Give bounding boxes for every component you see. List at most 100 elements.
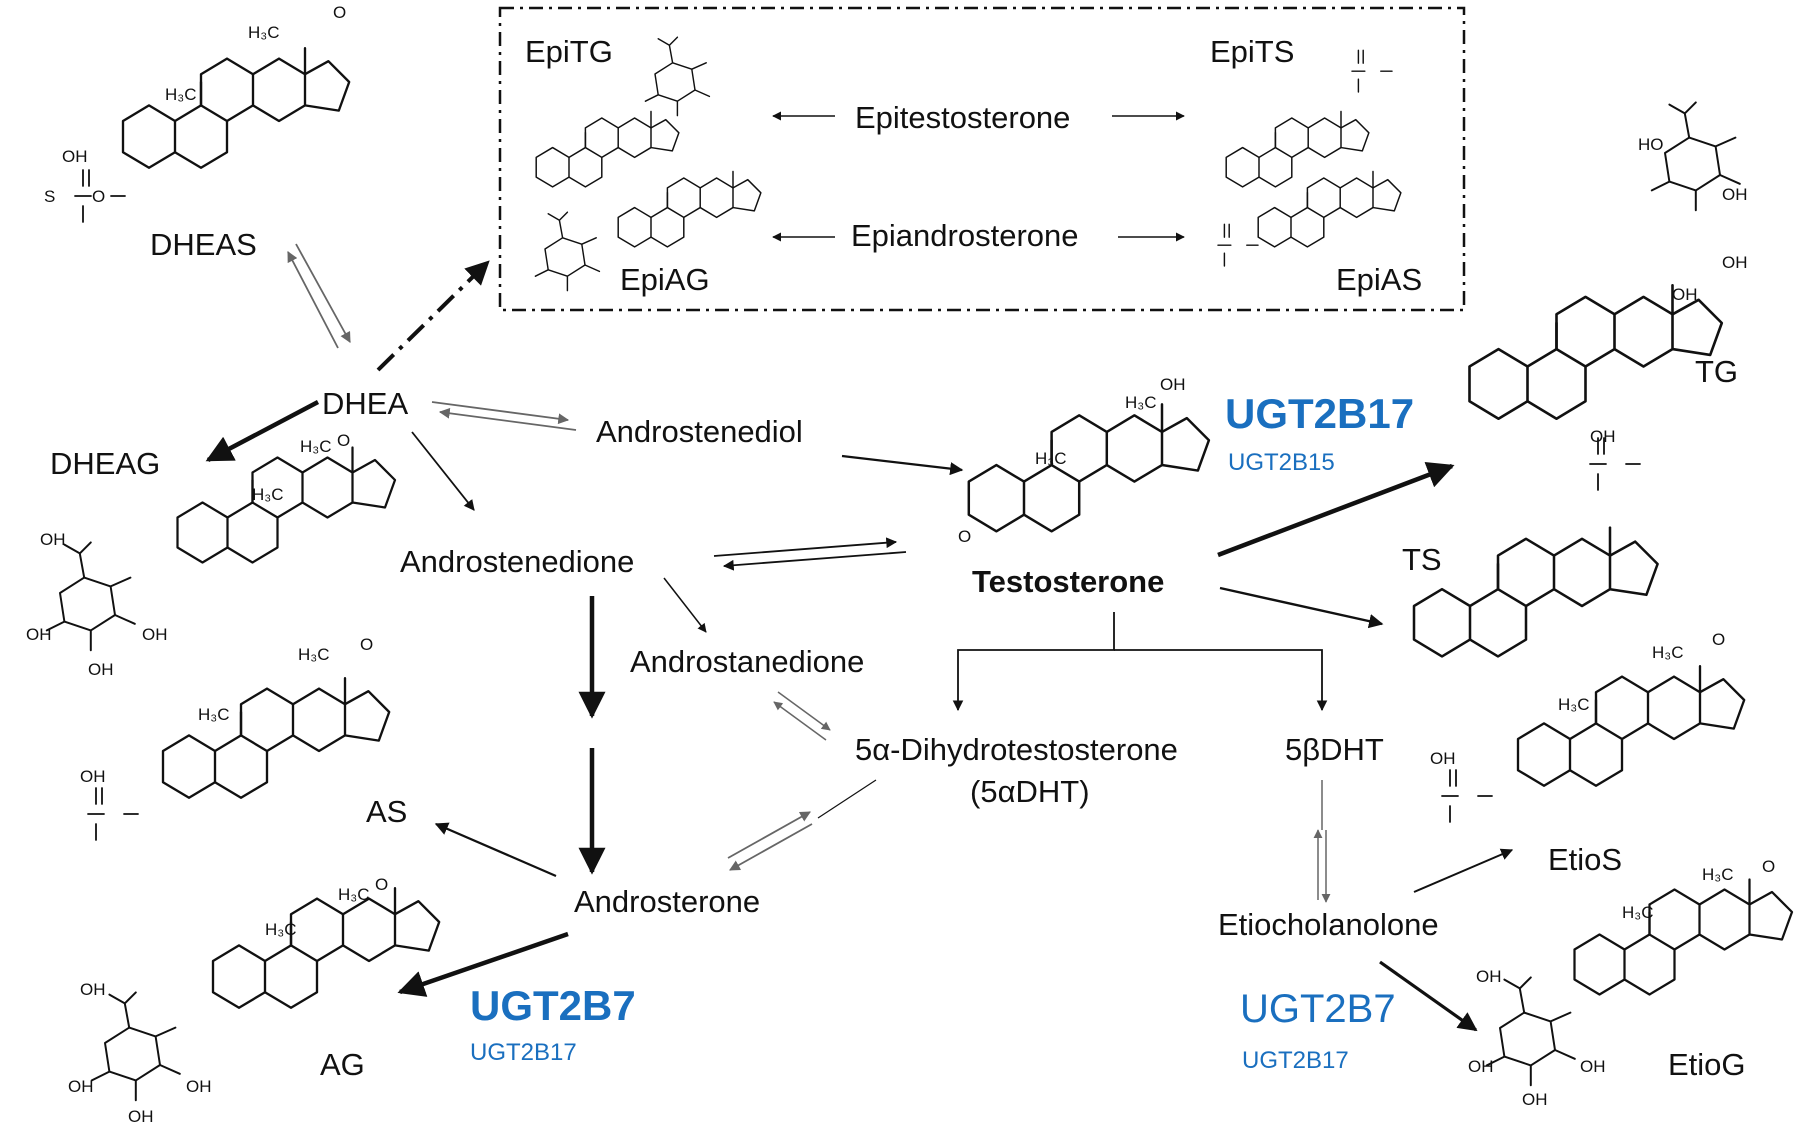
- atom-hydroxyl: OH: [1580, 1057, 1606, 1076]
- atom-hydroxyl: OH: [40, 530, 66, 549]
- label-androstenediol: Androstenediol: [596, 414, 803, 449]
- atom-hydroxyl-left: HO: [1638, 135, 1664, 154]
- arrow-androstenedione-to-testosterone: [713, 537, 898, 557]
- label-5bdht: 5βDHT: [1285, 732, 1384, 767]
- arrow-dhea-to-epi-box: [376, 260, 490, 372]
- atom-oxygen: O: [92, 187, 105, 206]
- atom-methyl: H₃C: [265, 920, 296, 939]
- epits-structure: [1225, 110, 1370, 188]
- label-dhea: DHEA: [322, 386, 408, 421]
- atom-hydroxyl: OH: [1590, 427, 1616, 446]
- atom-oxygen: O: [337, 431, 350, 450]
- arrow-androstenedione-to-androstanedione: [663, 577, 707, 633]
- atom-hydroxyl: OH: [80, 980, 106, 999]
- arrow-dhea-to-androstenediol: [431, 401, 570, 425]
- atom-methyl: H₃C: [338, 885, 369, 904]
- enzyme-right-sub: UGT2B17: [1242, 1047, 1349, 1074]
- arrow-dhea-to-androstenedione: [411, 431, 475, 511]
- enzyme-right-main: UGT2B7: [1240, 987, 1396, 1031]
- atom-hydroxyl: OH: [1160, 375, 1186, 394]
- atom-hydroxyl: OH: [1722, 253, 1748, 272]
- atom-methyl: H₃C: [298, 645, 329, 664]
- epiag-sugar: [534, 211, 601, 292]
- atom-methyl: H₃C: [1125, 393, 1156, 412]
- atom-hydroxyl: OH: [128, 1107, 154, 1126]
- atom-oxygen: O: [958, 527, 971, 546]
- atom-hydroxyl: OH: [1672, 285, 1698, 304]
- atom-hydroxyl: OH: [1468, 1057, 1494, 1076]
- epias-structure: [1257, 170, 1402, 248]
- epi-compounds-box: [498, 6, 1466, 312]
- label-etiog: EtioG: [1668, 1047, 1746, 1082]
- label-dheag: DHEAG: [50, 446, 160, 481]
- atom-methyl: H₃C: [1558, 695, 1589, 714]
- atom-hydroxyl: OH: [186, 1077, 212, 1096]
- atom-hydroxyl: OH: [1476, 967, 1502, 986]
- arrow-etiocholanolone-to-etiog: [1379, 960, 1478, 1032]
- atom-methyl: H₃C: [198, 705, 229, 724]
- atom-oxygen: O: [375, 875, 388, 894]
- atom-methyl: H₃C: [1652, 643, 1683, 662]
- arrow-5adht-to-androstanedione: [773, 701, 827, 741]
- epias-sulfate: [1217, 223, 1259, 267]
- enzyme-left-main: UGT2B7: [470, 982, 636, 1029]
- arrow-testosterone-to-tg: [1217, 462, 1455, 558]
- atom-hydroxyl: OH: [26, 625, 52, 644]
- epitg-sugar: [644, 36, 711, 117]
- etiog-structure: [1573, 878, 1794, 996]
- as-sulfate: [87, 787, 139, 841]
- etios-structure: [1516, 665, 1746, 787]
- enzyme-top-main: UGT2B17: [1225, 390, 1414, 437]
- atom-methyl: H₃C: [1702, 865, 1733, 884]
- arrow-testosterone-to-ts: [1219, 586, 1384, 629]
- testosterone-structure: [967, 403, 1211, 533]
- as-structure: [161, 677, 391, 799]
- label-tg: TG: [1695, 354, 1738, 389]
- connector-5adht: [817, 779, 877, 819]
- label-epits: EpiTS: [1210, 34, 1294, 69]
- atom-hydroxyl: OH: [62, 147, 88, 166]
- label-5adht-line1: 5α-Dihydrotestosterone: [855, 732, 1178, 767]
- atom-methyl: H₃C: [252, 485, 283, 504]
- atom-hydroxyl: OH: [68, 1077, 94, 1096]
- arrow-androstenediol-to-testosterone: [841, 454, 964, 476]
- arrow-etiocholanolone-to-etios: [1413, 848, 1514, 893]
- arrow-androsterone-to-as: [434, 822, 557, 878]
- atom-oxygen: O: [1712, 630, 1725, 649]
- label-ag: AG: [320, 1047, 365, 1082]
- label-testosterone: Testosterone: [972, 564, 1164, 599]
- atom-hydroxyl: OH: [142, 625, 168, 644]
- arrow-androsterone-to-ag: [397, 931, 569, 997]
- atom-methyl: H₃C: [300, 437, 331, 456]
- label-epiag: EpiAG: [620, 262, 710, 297]
- ts-structure: [1412, 526, 1659, 658]
- label-as: AS: [366, 794, 407, 829]
- label-androstanedione: Androstanedione: [630, 644, 864, 679]
- arrow-androstenediol-to-dhea: [438, 407, 577, 431]
- label-androstenedione: Androstenedione: [400, 544, 634, 579]
- etios-sulfate: [1441, 769, 1493, 823]
- atom-oxygen: O: [333, 3, 346, 22]
- atom-methyl: H₃C: [165, 85, 196, 104]
- atom-hydroxyl: OH: [1522, 1090, 1548, 1109]
- arrow-dhea-to-dheag: [205, 400, 320, 462]
- tg-structure: [1468, 283, 1724, 421]
- arrow-testosterone-to-5bdht: [1114, 649, 1328, 712]
- atom-oxygen: O: [1762, 857, 1775, 876]
- atom-hydroxyl: OH: [1722, 185, 1748, 204]
- label-ts: TS: [1402, 542, 1442, 577]
- label-etiocholanolone: Etiocholanolone: [1218, 907, 1439, 942]
- label-androsterone: Androsterone: [574, 884, 760, 919]
- label-epias: EpiAS: [1336, 262, 1422, 297]
- atom-hydroxyl: OH: [88, 660, 114, 679]
- atom-methyl: H₃C: [1622, 903, 1653, 922]
- atom-hydroxyl: OH: [80, 767, 106, 786]
- dheas-structure: [121, 47, 351, 169]
- atom-methyl: H₃C: [1035, 449, 1066, 468]
- label-epiandrosterone: Epiandrosterone: [851, 218, 1079, 253]
- enzyme-left-sub: UGT2B17: [470, 1039, 577, 1066]
- label-5adht-line2: (5αDHT): [970, 774, 1090, 809]
- etiog-sugar: [1485, 976, 1576, 1087]
- arrow-androsterone-to-5adht: [727, 811, 811, 859]
- arrow-dheas-to-dhea: [295, 243, 351, 343]
